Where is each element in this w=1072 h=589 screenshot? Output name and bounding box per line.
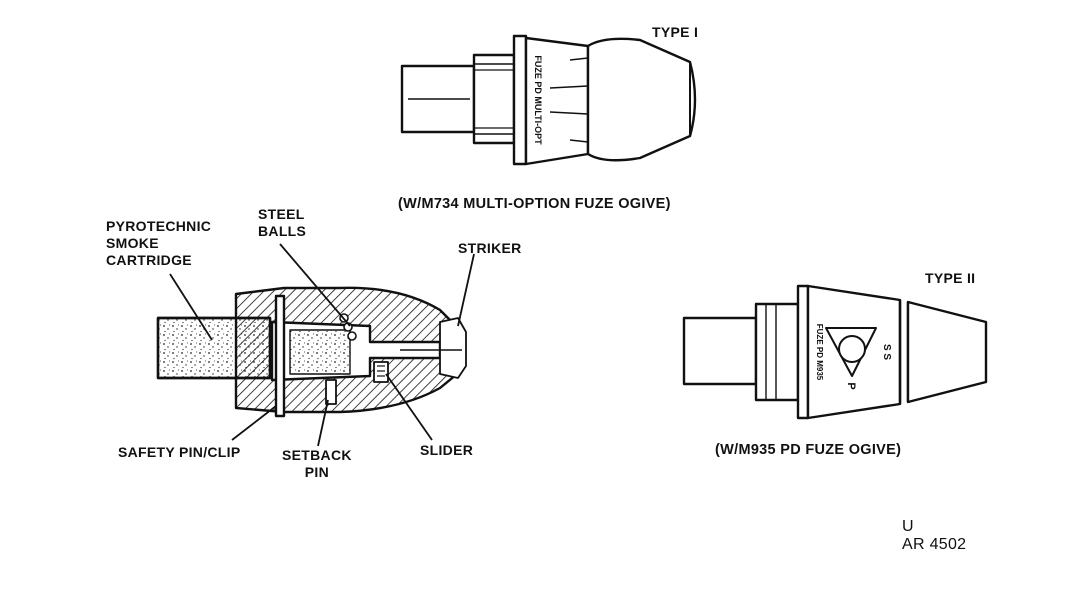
cutaway-fuze-drawing: [156, 286, 467, 418]
type2-fuze-drawing: P S S FUZE PD M935: [682, 284, 988, 420]
type2-caption: (W/M935 PD FUZE OGIVE): [715, 442, 902, 458]
label-line: PIN: [304, 464, 330, 480]
label-steel-balls: STEEL BALLS: [258, 206, 306, 240]
label-line: BALLS: [258, 223, 307, 239]
label-striker: STRIKER: [458, 240, 522, 256]
type1-ogive-nose: [586, 37, 697, 162]
label-line: PYROTECHNIC: [106, 218, 212, 234]
leader-lines: [169, 243, 475, 447]
label-line: CARTRIDGE: [106, 252, 192, 268]
type1-thread-collar: [472, 53, 516, 145]
figure-id-line: AR 4502: [902, 536, 967, 553]
type1-flange: [512, 34, 528, 166]
type1-caption: (W/M734 MULTI-OPTION FUZE OGIVE): [398, 196, 671, 212]
type2-flange: [796, 284, 810, 420]
svg-text:FUZE PD MULTI-OPT: FUZE PD MULTI-OPT: [533, 55, 543, 145]
type2-thread-collar: [754, 302, 800, 402]
type1-fuze-drawing: FUZE PD MULTI-OPT: [400, 34, 697, 166]
type2-ogive-nose: [906, 300, 988, 404]
svg-text:P: P: [845, 382, 857, 389]
safety-pin-section: [274, 294, 286, 418]
svg-text:S S: S S: [881, 344, 892, 360]
label-setback-pin: SETBACK PIN: [282, 447, 352, 481]
label-slider: SLIDER: [420, 442, 474, 458]
label-line: SETBACK: [282, 447, 352, 463]
label-safety-pin-clip: SAFETY PIN/CLIP: [118, 444, 241, 460]
svg-text:FUZE PD M935: FUZE PD M935: [815, 324, 824, 381]
type2-cartridge-tube: [682, 316, 758, 386]
figure-id-line: U: [902, 518, 914, 535]
type2-title: TYPE II: [925, 270, 976, 286]
label-line: STEEL: [258, 206, 305, 222]
label-pyrotechnic-smoke-cartridge: PYROTECHNIC SMOKE CARTRIDGE: [106, 218, 211, 269]
figure-id: U AR 4502: [902, 518, 966, 554]
type1-title: TYPE I: [652, 24, 699, 40]
label-line: SMOKE: [106, 235, 159, 251]
